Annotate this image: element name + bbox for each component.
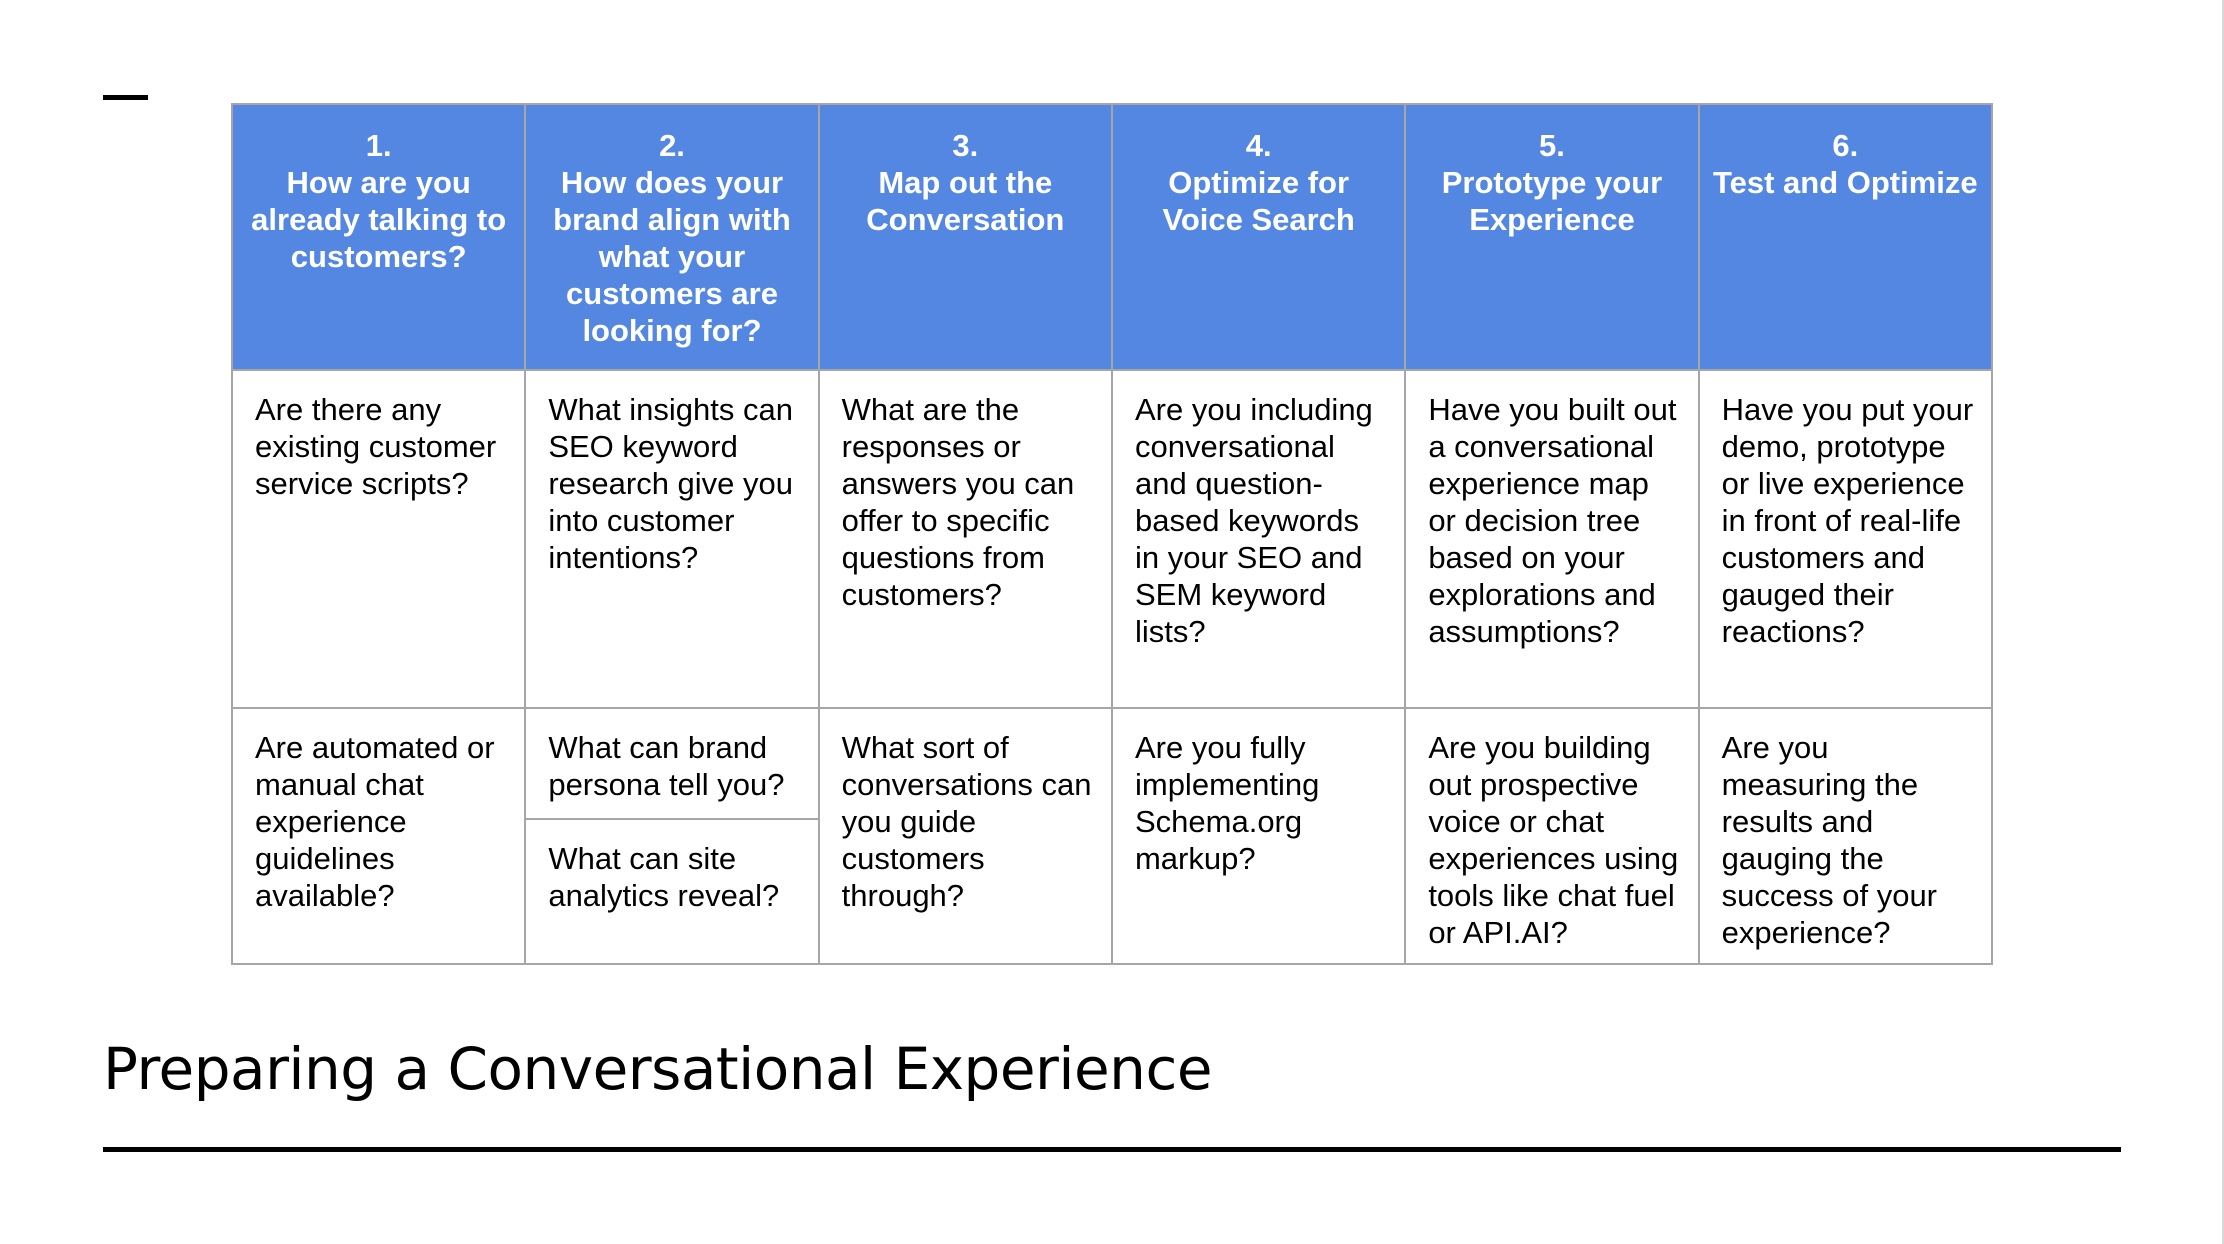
header-step-1: 1. How are you already talking to custom…: [230, 103, 527, 371]
cell-text: Are you building out prospective voice o…: [1428, 730, 1679, 950]
table-cell: Are there any existing customer service …: [230, 369, 527, 709]
table-cell: What are the responses or answers you ca…: [817, 369, 1113, 709]
cell-text: Are automated or manual chat experience …: [255, 730, 495, 913]
header-title: How does your brand align with what your…: [553, 165, 791, 348]
top-dash-decoration: [103, 95, 148, 100]
header-step-3: 3. Map out the Conversation: [817, 103, 1113, 371]
header-number: 5.: [1539, 128, 1565, 163]
cell-text: Are there any existing customer service …: [255, 392, 497, 501]
cell-text: What insights can SEO keyword research g…: [548, 392, 794, 575]
table-header-row: 1. How are you already talking to custom…: [230, 103, 1994, 371]
header-step-2: 2. How does your brand align with what y…: [524, 103, 820, 371]
cell-text: Have you put your demo, prototype or liv…: [1721, 392, 1974, 649]
header-title: Test and Optimize: [1712, 165, 1978, 200]
slide-title: Preparing a Conversational Experience: [103, 1035, 1213, 1103]
header-title: Optimize for Voice Search: [1162, 165, 1355, 237]
cell-text: What are the responses or answers you ca…: [841, 392, 1075, 612]
header-title: Prototype your Experience: [1441, 165, 1663, 237]
header-title: Map out the Conversation: [866, 165, 1065, 237]
cell-text: Are you measuring the results and gaugin…: [1721, 730, 1938, 950]
cell-text: What can brand persona tell you?: [548, 730, 785, 802]
table-cell: What can site analytics reveal?: [524, 817, 820, 966]
header-title: How are you already talking to customers…: [251, 165, 507, 274]
header-number: 4.: [1245, 128, 1272, 163]
title-underline: [103, 1147, 2121, 1152]
header-number: 6.: [1832, 128, 1859, 163]
table-row: Are automated or manual chat experience …: [230, 707, 1994, 965]
cell-text: What can site analytics reveal?: [548, 840, 780, 913]
steps-table: 1. How are you already talking to custom…: [230, 103, 1994, 966]
table-cell: Are you fully implementing Schema.org ma…: [1110, 707, 1407, 965]
cell-text: What sort of conversations can you guide…: [841, 730, 1092, 913]
header-number: 2.: [659, 128, 685, 163]
table-cell: Are you building out prospective voice o…: [1404, 707, 1700, 965]
table-cell: What can brand persona tell you?: [524, 707, 820, 820]
table-cell: Are you measuring the results and gaugin…: [1697, 707, 1994, 965]
header-step-4: 4. Optimize for Voice Search: [1110, 103, 1407, 371]
cell-text: Have you built out a conversational expe…: [1428, 392, 1677, 649]
header-number: 3.: [952, 128, 979, 163]
header-step-6: 6. Test and Optimize: [1697, 103, 1994, 371]
table-cell: What insights can SEO keyword research g…: [524, 369, 820, 709]
header-number: 1.: [365, 128, 392, 163]
table-cell: Have you put your demo, prototype or liv…: [1697, 369, 1994, 709]
table-row: What can site analytics reveal?: [232, 817, 1992, 966]
cell-text: Are you fully implementing Schema.org ma…: [1134, 730, 1320, 876]
header-step-5: 5. Prototype your Experience: [1404, 103, 1700, 371]
table-cell: What sort of conversations can you guide…: [817, 707, 1113, 965]
table-cell: Are you including conversational and que…: [1110, 369, 1407, 709]
table-cell: Have you built out a conversational expe…: [1404, 369, 1700, 709]
table-cell: Are automated or manual chat experience …: [230, 707, 527, 965]
cell-text: Are you including conversational and que…: [1134, 392, 1373, 649]
table-row: Are there any existing customer service …: [230, 369, 1994, 709]
slide-edge: [2222, 0, 2224, 1244]
